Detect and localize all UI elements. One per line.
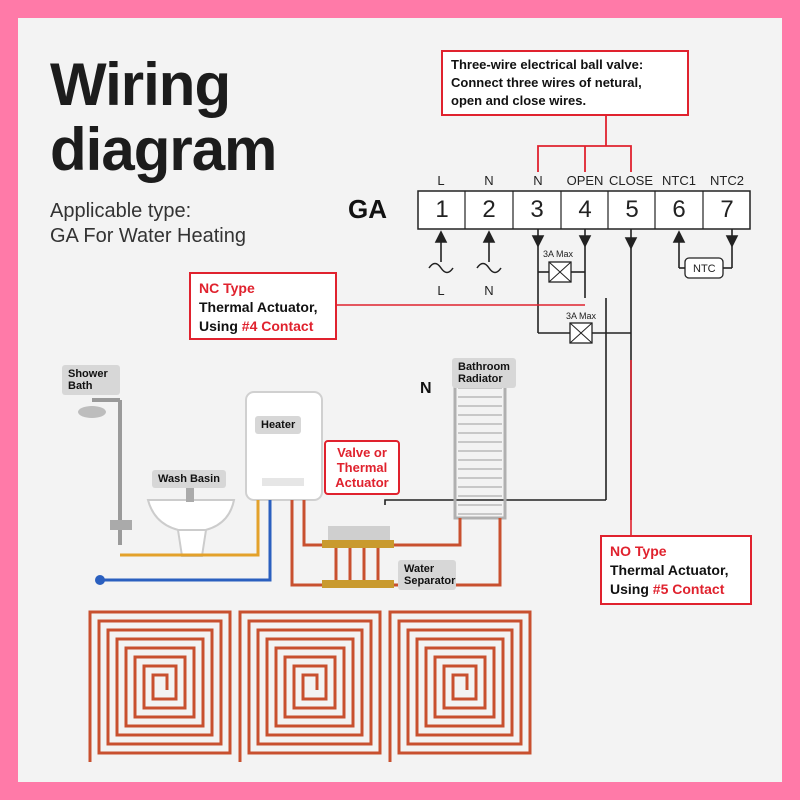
terminal-block (417, 190, 751, 230)
nc-type-contact: #4 Contact (241, 318, 314, 334)
no-type-contact: #5 Contact (652, 581, 725, 597)
floor-loop-3 (388, 610, 532, 762)
terminal-5: 5 (625, 196, 639, 223)
ball-valve-note-line-1: Three-wire electrical ball valve: (451, 57, 644, 72)
no-type-prefix: Using (610, 581, 653, 597)
ac-symbol-n (476, 262, 502, 274)
terminal-label-6: NTC1 (662, 173, 696, 188)
terminal-label-4: OPEN (566, 173, 604, 188)
fuse-1 (548, 261, 572, 283)
title-line-1: Wiring (50, 51, 231, 118)
fuse-label-2: 3A Max (566, 311, 597, 321)
shower-tag-line-2: Bath (68, 380, 93, 392)
no-type-title: NO Type (610, 543, 667, 559)
separator-tag-line-1: Water (404, 563, 435, 575)
terminal-3: 3 (530, 196, 544, 223)
shower-tag-line-1: Shower (68, 368, 108, 380)
separator-tag-line-2: Separator (404, 575, 456, 587)
applicable-type-label: Applicable type: (50, 200, 192, 222)
terminal-6: 6 (672, 196, 686, 223)
fuse-label-1: 3A Max (543, 249, 574, 259)
wash-basin-tag: Wash Basin (152, 470, 226, 488)
neutral-label: N (420, 380, 432, 397)
ball-valve-note: Three-wire electrical ball valve: Connec… (441, 50, 689, 116)
terminal-label-7: NTC2 (710, 173, 744, 188)
valve-tag-line-3: Actuator (335, 475, 389, 490)
radiator-tag: Bathroom Radiator (452, 358, 516, 388)
no-type-box: NO Type Thermal Actuator, Using #5 Conta… (600, 535, 752, 605)
input-label-l: L (437, 283, 445, 298)
nc-type-box: NC Type Thermal Actuator, Using #4 Conta… (189, 272, 337, 340)
floor-heating-loops (88, 610, 532, 762)
terminal-1: 1 (435, 196, 449, 223)
ntc-label: NTC (693, 263, 716, 275)
ac-symbol-l (428, 262, 454, 274)
nc-type-title: NC Type (199, 280, 255, 296)
valve-tag-line-1: Valve or (337, 445, 387, 460)
title-line-2: diagram (50, 116, 277, 183)
terminal-2: 2 (482, 196, 496, 223)
separator-tag: Water Separator (398, 560, 456, 590)
radiator-tag-line-1: Bathroom (458, 361, 510, 373)
valve-tag-line-2: Thermal (336, 460, 388, 475)
applicable-type-value: GA For Water Heating (50, 225, 246, 247)
ntc-sensor-box (684, 257, 724, 279)
terminal-label-3: N (533, 173, 543, 188)
terminal-4: 4 (578, 196, 592, 223)
valve-actuators (328, 526, 390, 540)
valve-tag: Valve or Thermal Actuator (324, 440, 400, 495)
ball-valve-bracket (537, 114, 632, 172)
floor-loop-1 (88, 610, 232, 762)
radiator-tag-line-2: Radiator (458, 373, 503, 385)
terminal-label-5: CLOSE (608, 173, 654, 188)
terminal-label-2: N (484, 173, 494, 188)
fuse-2 (569, 322, 593, 344)
ball-valve-note-line-3: open and close wires. (451, 93, 587, 108)
terminal-label-1: L (437, 173, 445, 188)
floor-loop-2 (238, 610, 382, 762)
terminal-7: 7 (720, 196, 734, 223)
nc-type-prefix: Using (199, 318, 242, 334)
model-label: GA (348, 194, 387, 224)
no-type-desc: Thermal Actuator, (610, 562, 729, 578)
input-label-n: N (484, 283, 494, 298)
wash-basin-shape (146, 499, 236, 534)
shower-tag: Shower Bath (62, 365, 120, 395)
nc-type-desc: Thermal Actuator, (199, 299, 318, 315)
heater-tag: Heater (255, 416, 302, 434)
ball-valve-note-line-2: Connect three wires of netural, (451, 75, 642, 90)
